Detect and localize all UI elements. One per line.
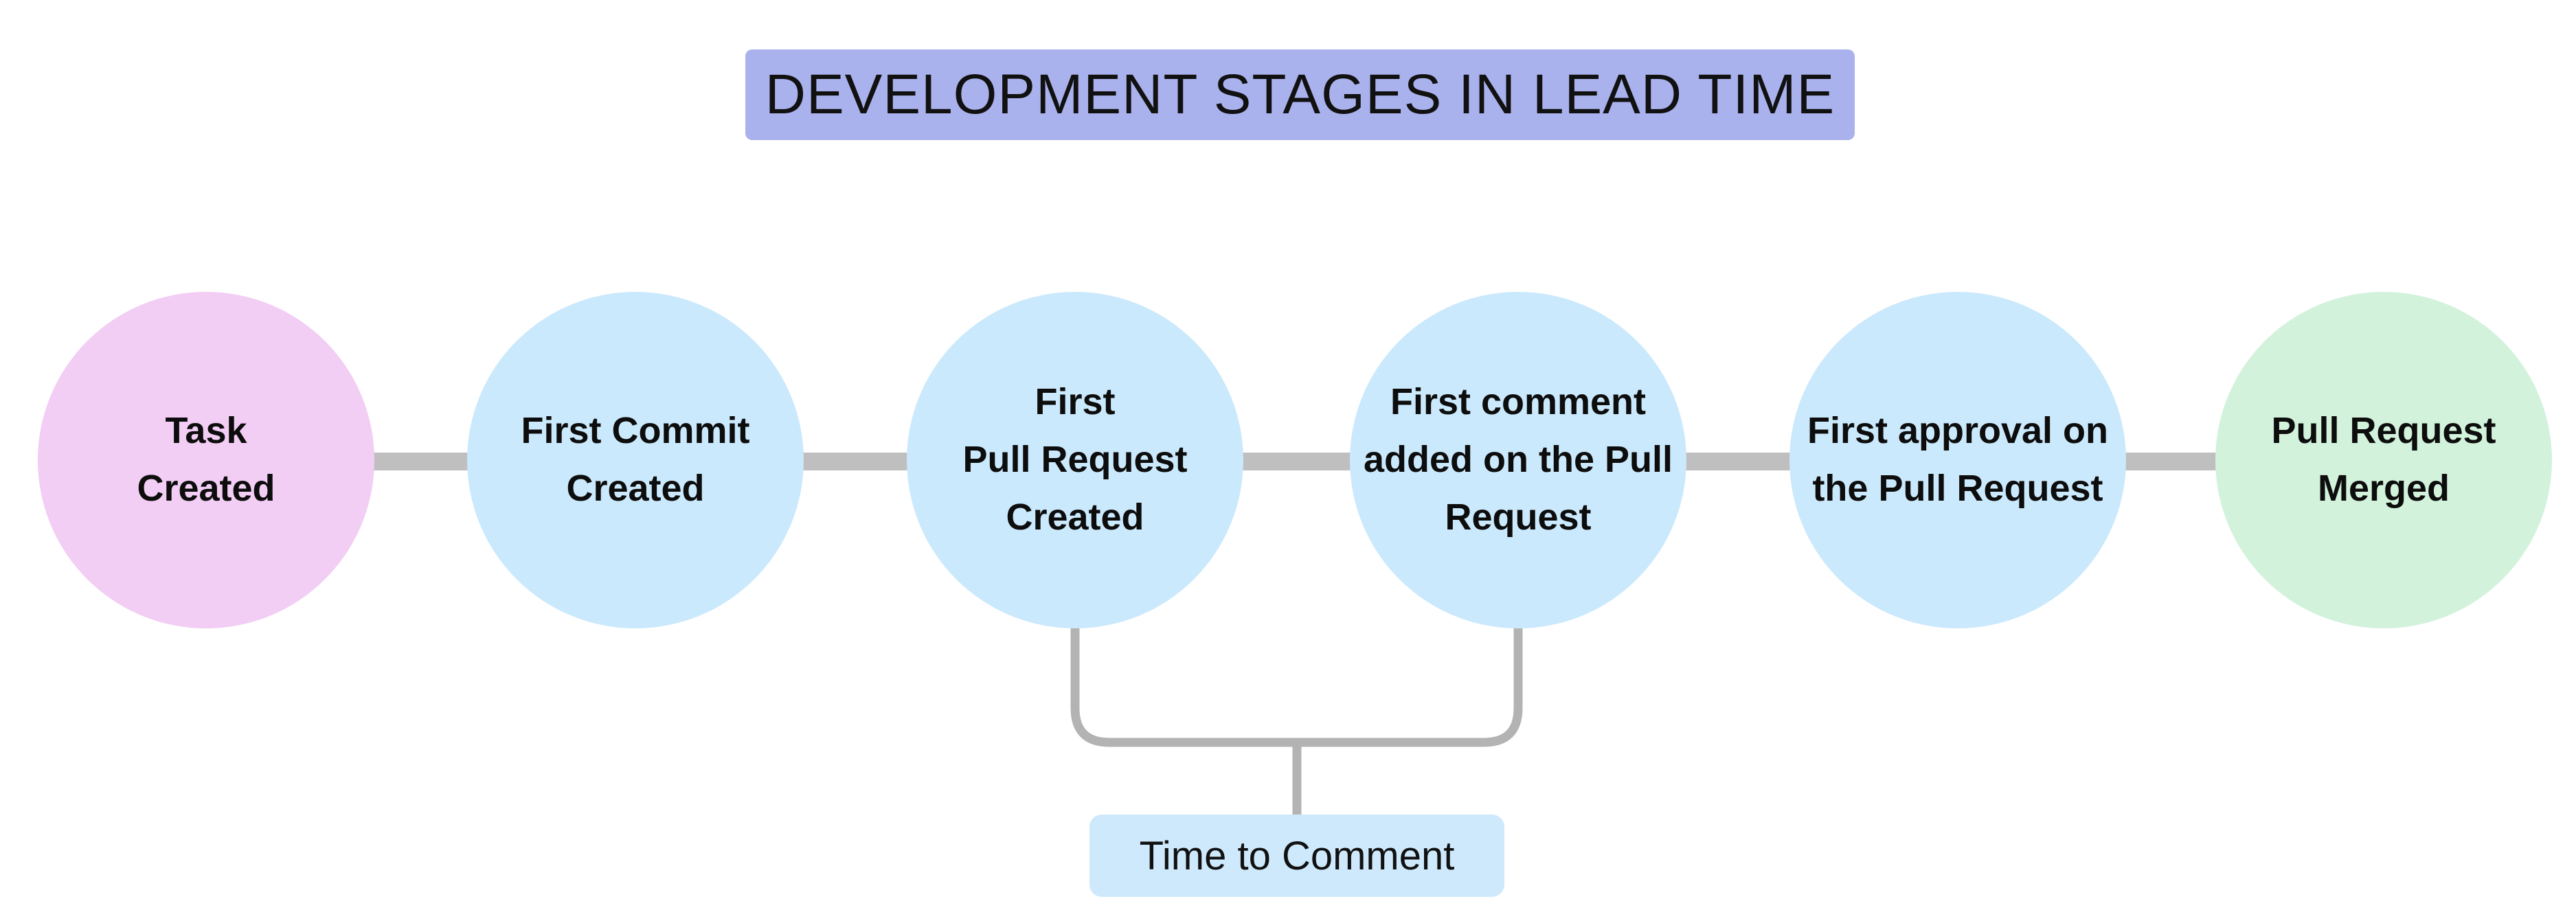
stage-label-first-pull-request: First Pull Request Created: [962, 381, 1188, 538]
time-to-comment-bracket: [1070, 622, 1523, 747]
stage-circle-task-created: Task Created: [38, 292, 374, 628]
diagram-title: DEVELOPMENT STAGES IN LEAD TIME: [765, 63, 1835, 126]
stage-circle-first-pull-request: First Pull Request Created: [907, 292, 1243, 628]
stage-circle-pull-request-merged: Pull Request Merged: [2215, 292, 2552, 628]
stage-label-task-created: Task Created: [137, 410, 275, 509]
stage-label-pull-request-merged: Pull Request Merged: [2271, 410, 2496, 509]
stage-circle-first-approval: First approval on the Pull Request: [1789, 292, 2126, 628]
time-to-comment-badge: Time to Comment: [1089, 814, 1504, 897]
stage-circle-first-commit: First Commit Created: [467, 292, 804, 628]
stage-label-first-approval: First approval on the Pull Request: [1807, 410, 2109, 509]
stage-label-first-comment: First comment added on the Pull Request: [1363, 381, 1673, 538]
stage-circle-first-comment: First comment added on the Pull Request: [1350, 292, 1686, 628]
time-to-comment-label: Time to Comment: [1139, 833, 1455, 878]
diagram-title-banner: DEVELOPMENT STAGES IN LEAD TIME: [745, 49, 1855, 140]
stage-label-first-commit: First Commit Created: [521, 410, 750, 509]
